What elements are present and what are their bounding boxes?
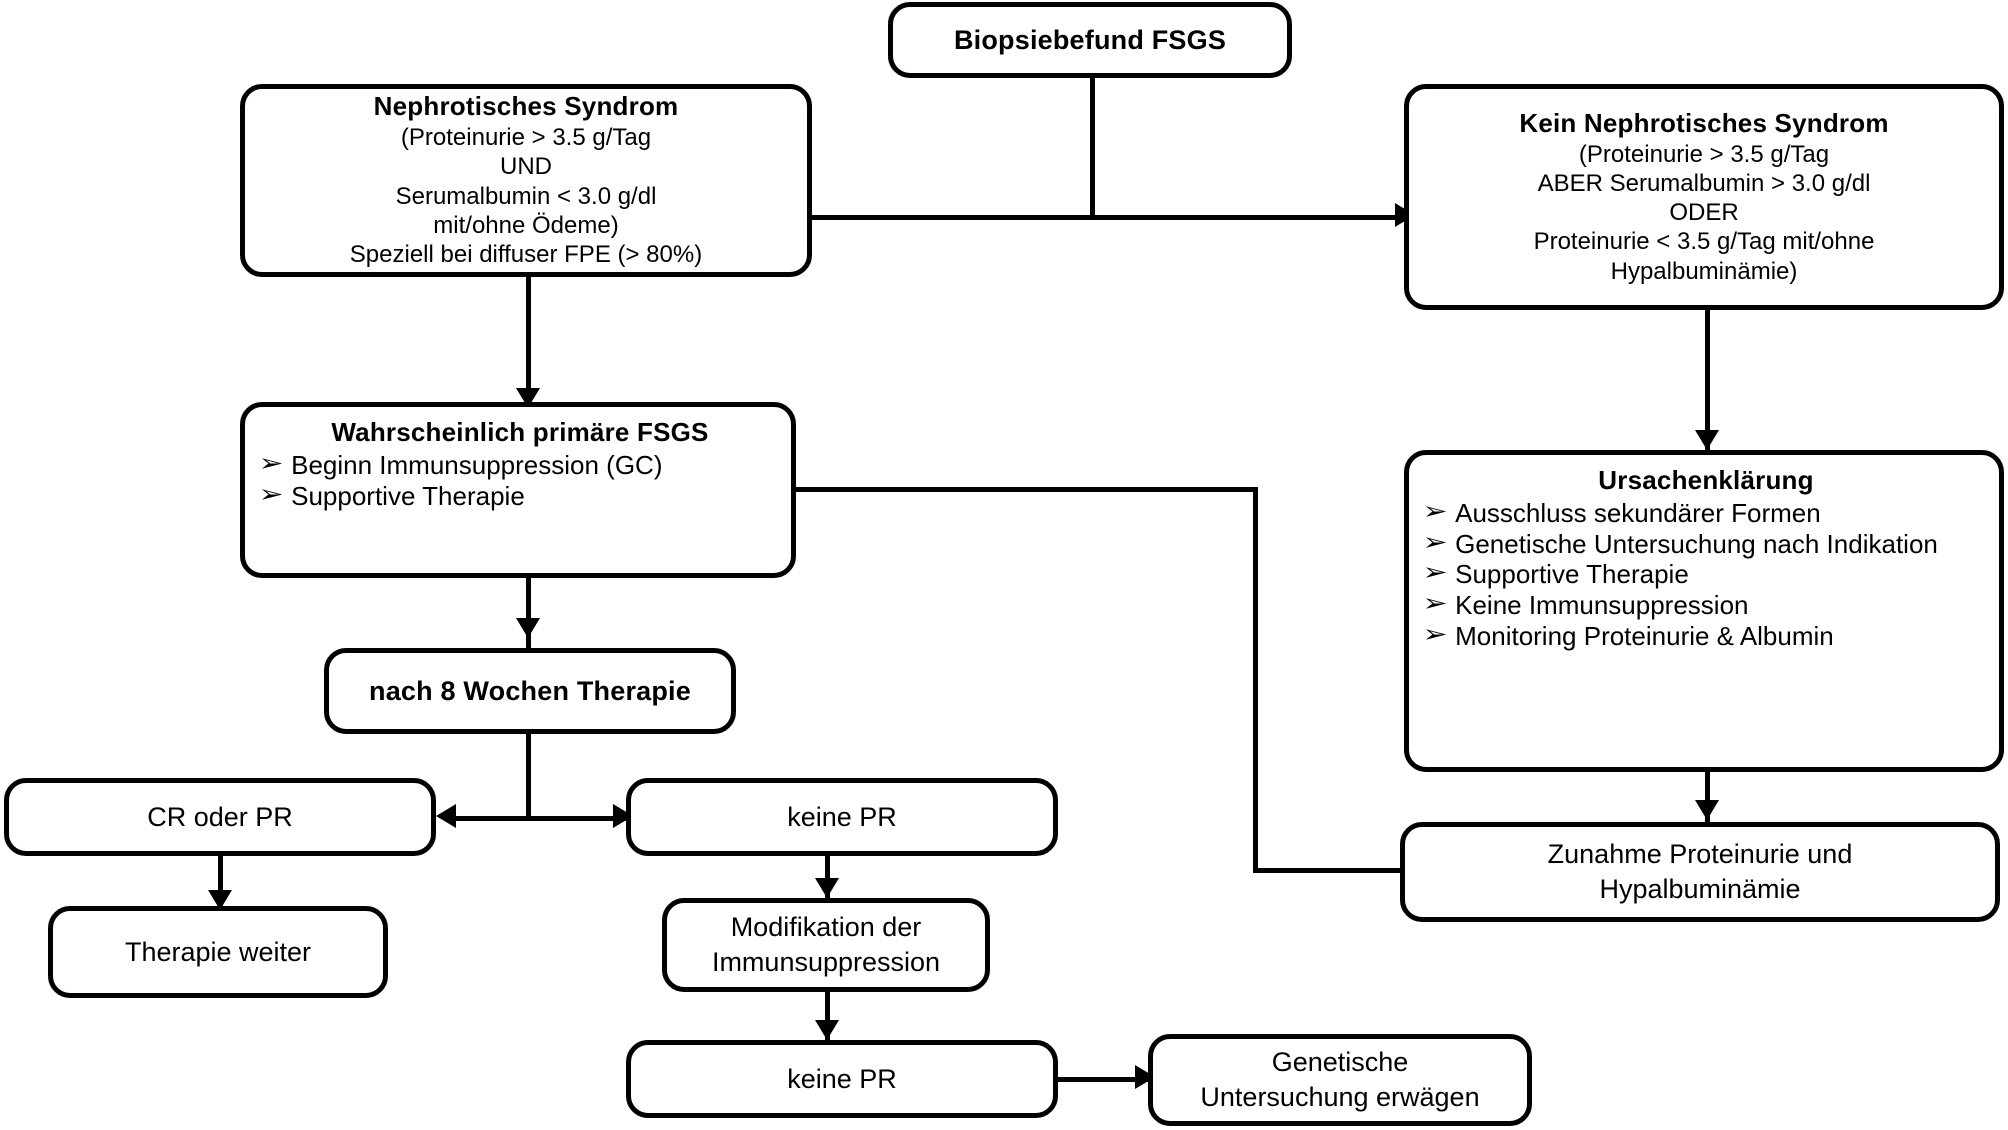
bullet-label: Monitoring Proteinurie & Albumin [1455,620,1834,651]
bullet-item: ➢ Beginn Immunsuppression (GC) [258,449,779,481]
edge-feedback-bottom [1253,868,1405,873]
bullet-label: Beginn Immunsuppression (GC) [291,450,663,480]
node-zunahme-proteinurie-line-2: Hypalbuminämie [1599,874,1801,904]
node-kein-nephrotisches-syndrom-line-1: (Proteinurie > 3.5 g/Tag [1578,140,1830,168]
node-kein-nephrotisches-syndrom-line-4: Proteinurie < 3.5 g/Tag mit/ohne [1533,228,1875,256]
node-wahrscheinlich-primaere-fsgs-title: Wahrscheinlich primäre FSGS [331,417,709,447]
node-modifikation-line-1: Modifikation der [730,912,922,943]
edge-biopsy-down [1090,78,1095,218]
edge-no-pr-second-right [1055,1077,1150,1082]
edge-primary-fsgs-down [526,578,531,648]
node-therapie-weiter[interactable]: Therapie weiter [48,906,388,998]
arrow-bullet-icon: ➢ [258,479,284,508]
node-zunahme-proteinurie-line-1: Zunahme Proteinurie und [1547,838,1853,869]
node-keine-pr-first[interactable]: keine PR [626,778,1058,856]
bullet-item: ➢ Genetische Untersuchung nach Indikatio… [1422,527,1987,560]
arrow-bullet-icon: ➢ [1422,527,1448,556]
node-nach-8-wochen-therapie[interactable]: nach 8 Wochen Therapie [324,648,736,734]
node-genetische-untersuchung-line-1: Genetische [1271,1047,1409,1078]
bullet-label: Supportive Therapie [291,480,525,511]
node-nephrotisches-syndrom-line-3: Serumalbumin < 3.0 g/dl [395,182,657,210]
edge-nephrotic-down [526,277,531,402]
bullet-label: Ausschluss sekundärer Formen [1455,498,1821,528]
node-zunahme-proteinurie-hypalbuminaemie[interactable]: Zunahme Proteinurie und Hypalbuminämie [1400,822,2000,922]
bullet-label: Keine Immunsuppression [1455,590,1749,621]
node-biopsiebefund-fsgs-title: Biopsiebefund FSGS [953,24,1227,55]
arrow-bullet-icon: ➢ [1422,558,1448,587]
node-biopsiebefund-fsgs[interactable]: Biopsiebefund FSGS [888,2,1292,78]
node-kein-nephrotisches-syndrom-title: Kein Nephrotisches Syndrom [1519,107,1889,138]
bullet-item: ➢ Supportive Therapie [1422,558,1987,590]
arrowhead-continue-therapy [208,890,232,910]
node-keine-pr-second-label: keine PR [787,1063,897,1094]
node-wahrscheinlich-primaere-fsgs[interactable]: Wahrscheinlich primäre FSGS ➢ Beginn Imm… [240,402,796,578]
arrowhead-cr-or-pr [436,804,456,828]
node-modifikation-der-immunsuppression[interactable]: Modifikation der Immunsuppression [662,898,990,992]
node-keine-pr-first-label: keine PR [787,801,897,832]
bullet-item: ➢ Monitoring Proteinurie & Albumin [1422,619,1987,652]
node-modifikation-line-2: Immunsuppression [711,947,941,977]
node-nephrotisches-syndrom-line-2: UND [500,153,552,181]
edge-after-8-weeks-down [526,710,531,820]
arrowhead-cause-workup [1695,430,1719,450]
bullet-label: Genetische Untersuchung nach Indikation [1455,528,1938,559]
arrow-bullet-icon: ➢ [1422,619,1448,648]
bullet-item: ➢ Ausschluss sekundärer Formen [1422,497,1987,529]
arrowhead-after-8-weeks [516,618,540,638]
edge-after-8-weeks-split [445,816,630,821]
arrowhead-no-pr-second [815,1020,839,1040]
node-kein-nephrotisches-syndrom[interactable]: Kein Nephrotisches Syndrom (Proteinurie … [1404,84,2004,310]
arrow-bullet-icon: ➢ [1422,589,1448,618]
arrow-bullet-icon: ➢ [258,449,284,477]
node-nephrotisches-syndrom-line-1: (Proteinurie > 3.5 g/Tag [400,124,652,152]
node-nephrotisches-syndrom-line-5: Speziell bei diffuser FPE (> 80%) [349,241,703,269]
node-kein-nephrotisches-syndrom-line-3: ODER [1669,199,1739,227]
node-kein-nephrotisches-syndrom-line-2: ABER Serumalbumin > 3.0 g/dl [1537,169,1871,197]
node-kein-nephrotisches-syndrom-line-5: Hypalbuminämie) [1610,257,1798,285]
node-therapie-weiter-label: Therapie weiter [124,936,312,967]
edge-feedback-top [640,487,1258,492]
node-ursachenklaerung-title: Ursachenklärung [1598,465,1814,495]
edge-modify-down [825,990,830,1048]
edge-no-nephrotic-down [1705,310,1710,450]
edge-feedback-vertical [1253,487,1258,873]
node-cr-oder-pr-label: CR oder PR [147,801,293,832]
edge-split-horizontal [800,215,1410,220]
bullet-item: ➢ Keine Immunsuppression [1422,589,1987,621]
arrow-bullet-icon: ➢ [1422,497,1448,525]
arrowhead-modify [815,878,839,898]
node-cr-oder-pr[interactable]: CR oder PR [4,778,436,856]
node-genetische-untersuchung-line-2: Untersuchung erwägen [1200,1082,1480,1112]
node-nephrotisches-syndrom-title: Nephrotisches Syndrom [373,91,679,122]
bullet-label: Supportive Therapie [1455,559,1689,590]
edge-cr-or-pr-down [218,854,223,914]
node-nephrotisches-syndrom-line-4: mit/ohne Ödeme) [433,212,619,239]
node-genetische-untersuchung-erwaegen[interactable]: Genetische Untersuchung erwägen [1148,1034,1532,1126]
node-nach-8-wochen-therapie-title: nach 8 Wochen Therapie [369,675,691,706]
node-keine-pr-second[interactable]: keine PR [626,1040,1058,1118]
node-nephrotisches-syndrom[interactable]: Nephrotisches Syndrom (Proteinurie > 3.5… [240,84,812,277]
node-ursachenklaerung[interactable]: Ursachenklärung ➢ Ausschluss sekundärer … [1404,450,2004,772]
bullet-item: ➢ Supportive Therapie [258,479,779,512]
arrowhead-proteinuria-increase [1695,800,1719,820]
